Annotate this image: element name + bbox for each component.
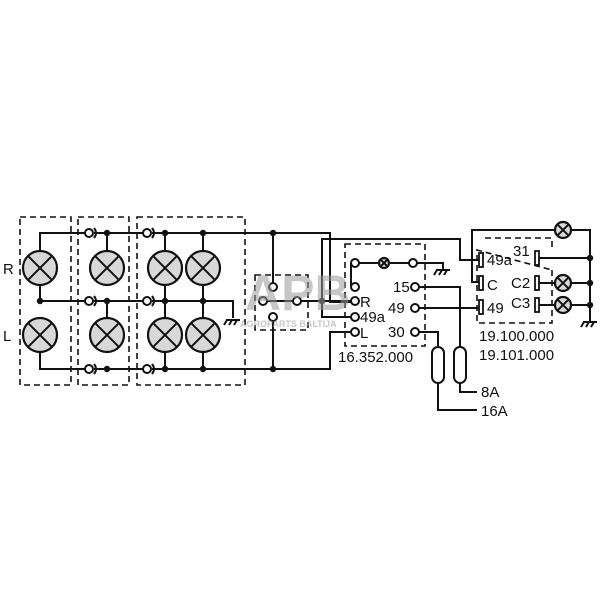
fuse-label-16a: 16A [481, 403, 508, 420]
lamp-icon [553, 220, 573, 240]
plug-connector-icon [84, 363, 97, 375]
lamps [21, 220, 573, 354]
relay-label-c: C [487, 277, 498, 294]
junction-dot [161, 229, 169, 237]
junction-dot [586, 279, 594, 287]
terminal-contact [350, 282, 360, 292]
front-lamp-group-box [136, 216, 246, 386]
terminal-contact [350, 312, 360, 322]
terminal-contact [268, 312, 278, 322]
flasher-part-number: 16.352.000 [338, 349, 413, 366]
relay-spade-terminal [478, 275, 484, 291]
lamp-icon [184, 316, 222, 354]
plug-connector-icon [142, 295, 155, 307]
junction-dot [161, 365, 169, 373]
relay-label-c2: C2 [511, 275, 530, 292]
terminal-label-49a: 49a [360, 309, 386, 326]
switch-box [254, 274, 309, 331]
fuse-label-8a: 8A [481, 384, 499, 401]
terminal-contact [268, 282, 278, 292]
terminal-contact [350, 327, 360, 337]
lamp-icon [88, 249, 126, 287]
terminal-label-30: 30 [388, 324, 405, 341]
lamp-icon [377, 256, 391, 270]
terminal-contact [410, 327, 420, 337]
fuse-8a-icon [453, 346, 467, 384]
plug-connector-icon [142, 227, 155, 239]
relay-label-c3: C3 [511, 295, 530, 312]
flasher-unit-box [344, 243, 426, 347]
fuse-16a-icon [431, 346, 445, 384]
relay-spade-terminal [534, 275, 540, 291]
relay-part-number-1: 19.100.000 [479, 328, 554, 345]
junction-dot [103, 365, 111, 373]
ground-icon [223, 319, 240, 326]
plug-connector-icon [84, 295, 97, 307]
junction-dots [36, 229, 594, 373]
terminal-label-15: 15 [393, 279, 410, 296]
terminal-contact [410, 282, 420, 292]
label-left: L [3, 328, 11, 345]
terminal-label-49: 49 [388, 300, 405, 317]
junction-dot [586, 254, 594, 262]
lamp-icon [21, 249, 59, 287]
terminal-contact [350, 258, 360, 268]
junction-dot [103, 229, 111, 237]
terminal-contact [350, 296, 360, 306]
relay-spade-terminal [478, 252, 484, 268]
junction-dot [36, 297, 44, 305]
junction-dot [199, 297, 207, 305]
plug-connector-icon [84, 227, 97, 239]
lamp-icon [553, 273, 573, 293]
lamp-icon [553, 295, 573, 315]
lamp-icon [21, 316, 59, 354]
junction-dot [586, 301, 594, 309]
lamp-icon [146, 316, 184, 354]
relay-spade-terminal [534, 250, 540, 266]
terminal-contact [292, 296, 302, 306]
junction-dot [161, 297, 169, 305]
relay-label-49a: 49a [487, 252, 513, 269]
junction-dot [318, 297, 326, 305]
terminal-label-l: L [360, 325, 368, 342]
relay-part-number-2: 19.101.000 [479, 347, 554, 364]
ground-icon [433, 269, 450, 276]
plug-connector-icon [142, 363, 155, 375]
junction-dot [199, 229, 207, 237]
terminal-contact [410, 303, 420, 313]
relay-label-49: 49 [487, 300, 504, 317]
relay-label-31: 31 [513, 243, 530, 260]
terminal-contact [408, 258, 418, 268]
label-right: R [3, 261, 14, 278]
watermark-logo: APB [245, 265, 351, 321]
ground-icon [580, 321, 597, 328]
relay-spade-terminal [534, 297, 540, 313]
lamp-icon [88, 316, 126, 354]
junction-dot [269, 229, 277, 237]
lamp-icon [146, 249, 184, 287]
relay-spade-terminal [478, 299, 484, 315]
junction-dot [269, 365, 277, 373]
junction-dot [199, 365, 207, 373]
watermark-text: AGROPARTS BALTIJA [240, 319, 337, 329]
terminal-contact [258, 296, 268, 306]
junction-dot [103, 297, 111, 305]
terminal-label-r: R [360, 294, 371, 311]
terminals [84, 227, 540, 375]
lamp-icon [184, 249, 222, 287]
